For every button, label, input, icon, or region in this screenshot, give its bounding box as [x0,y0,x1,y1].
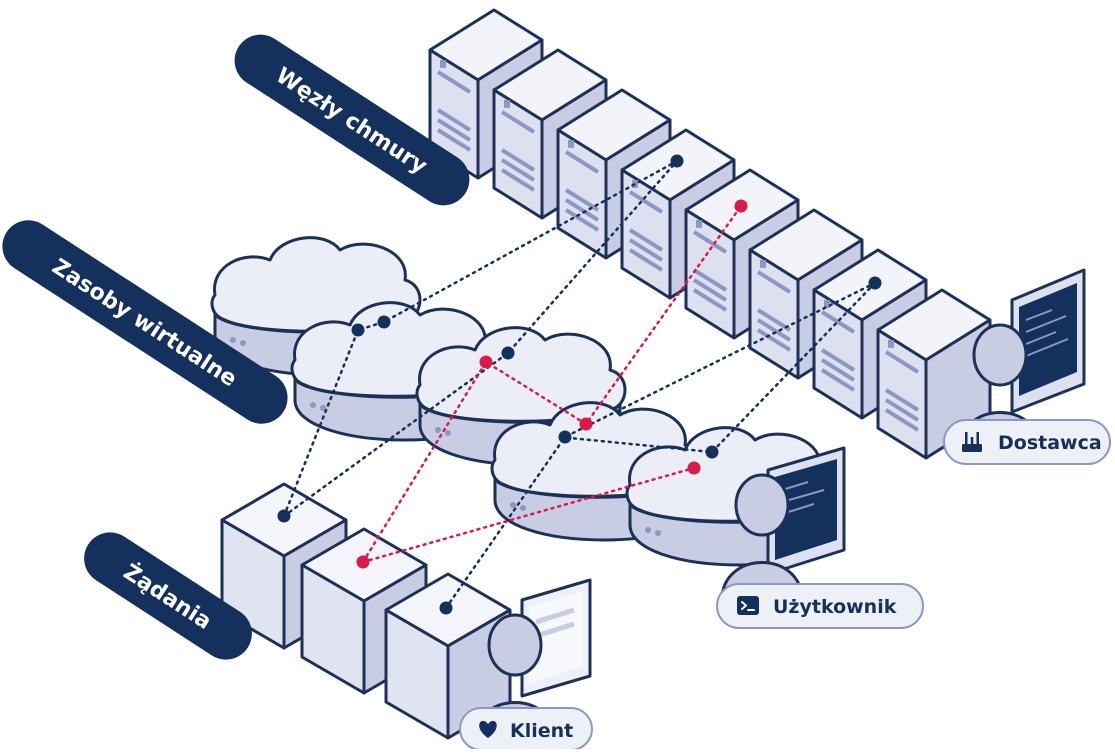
connection-dots [277,154,882,615]
user-actor [720,446,846,602]
provider-actor [958,268,1086,452]
requests-row [220,482,512,740]
user-tag: Użytkownik [716,583,924,629]
router-icon [962,432,982,452]
connection-lines [282,159,877,610]
user-tag-label: Użytkownik [773,596,897,618]
provider-tag: Dostawca [943,419,1111,465]
client-actor [473,578,592,742]
client-tag-label: Klient [510,720,573,742]
virtual-resources-label-text: Zasoby wirtualne [47,254,241,392]
heart-icon [479,720,497,738]
cloud-nodes-label-text: Węzły chmury [271,63,431,179]
terminal-icon [737,596,759,615]
client-tag: Klient [459,707,593,751]
provider-tag-label: Dostawca [998,432,1102,454]
